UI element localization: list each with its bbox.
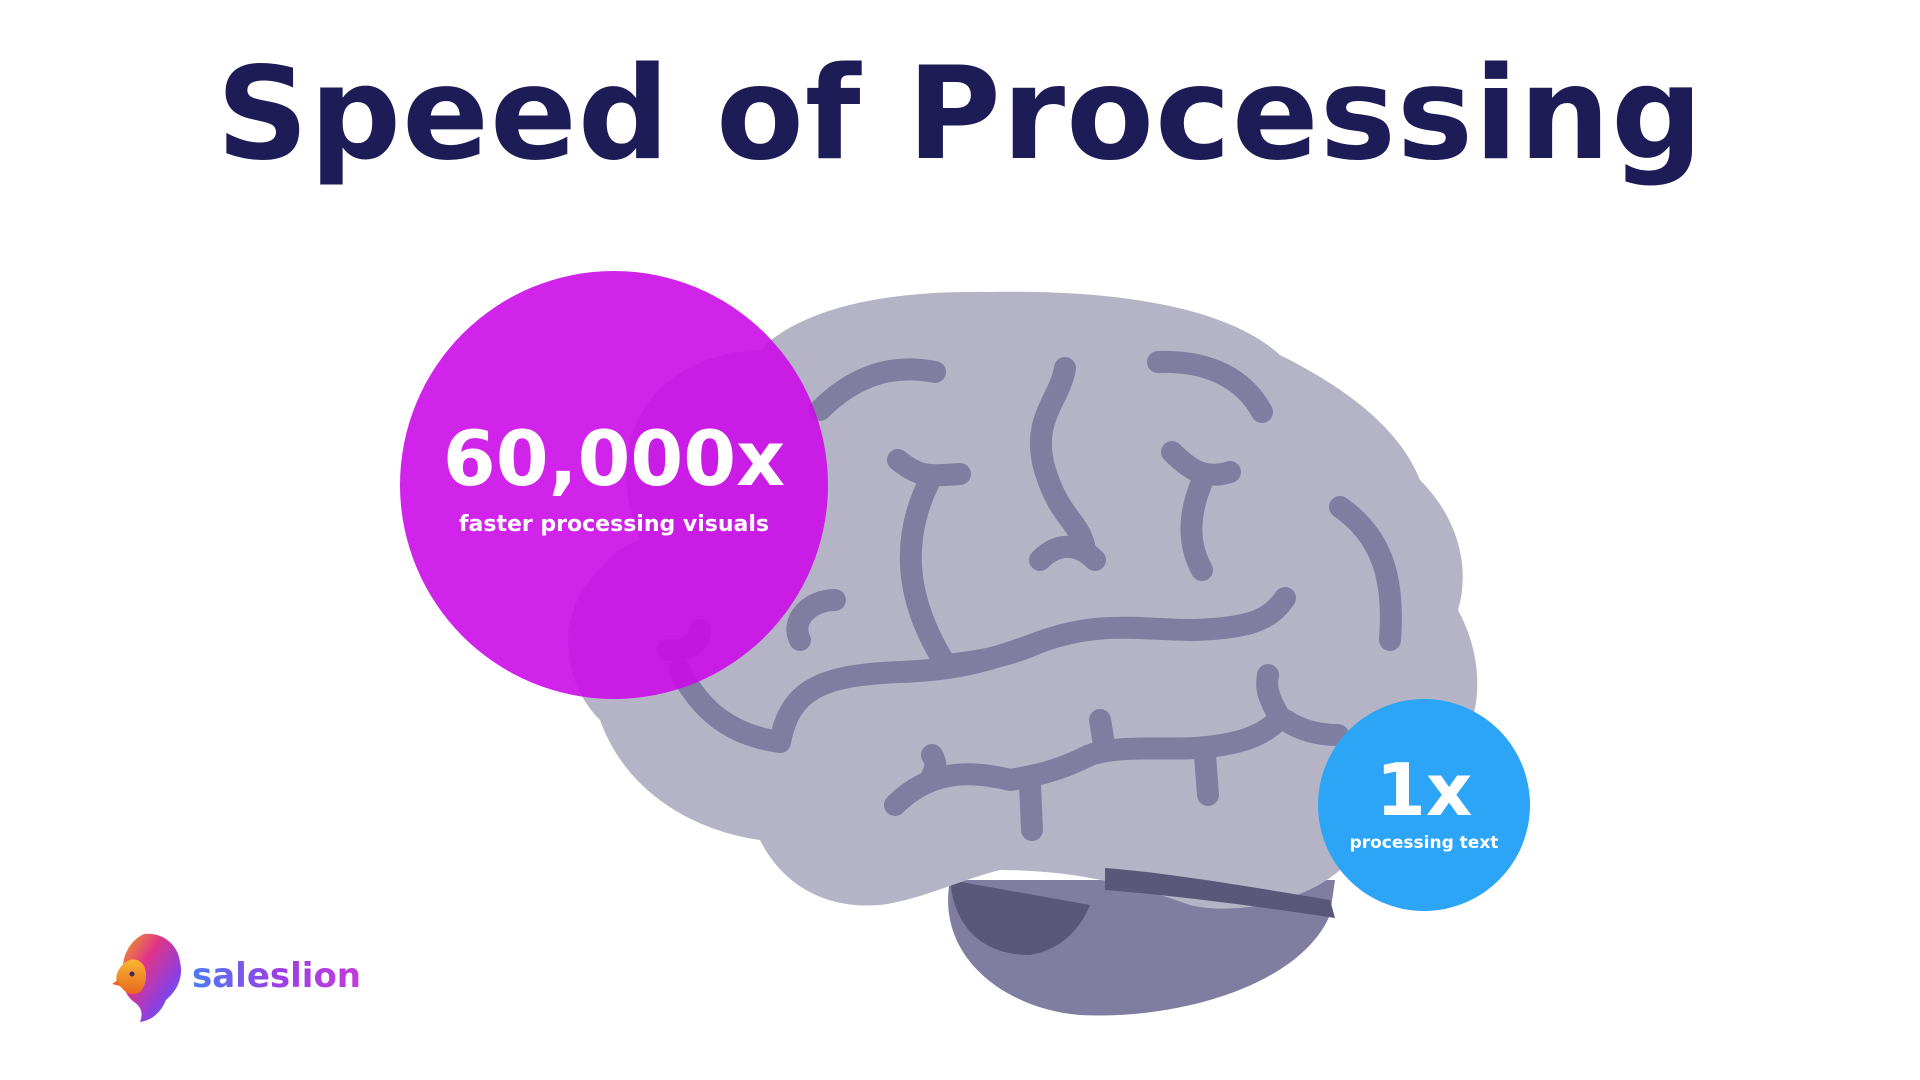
brand-name: saleslion <box>192 956 362 996</box>
page-title: Speed of Processing <box>216 40 1704 189</box>
visuals-stat-value: 60,000x <box>442 414 786 503</box>
text-stat-bubble: 1x processing text <box>1318 699 1530 911</box>
text-stat-caption: processing text <box>1349 833 1499 853</box>
brand-logo: saleslion <box>104 928 361 1024</box>
visuals-stat-bubble: 60,000x faster processing visuals <box>400 271 828 699</box>
brain-stem-shadow <box>950 880 1090 955</box>
lion-head-icon <box>112 933 182 1022</box>
text-stat-value: 1x <box>1375 748 1473 832</box>
visuals-stat-caption: faster processing visuals <box>458 512 770 537</box>
brain-folds <box>657 350 1402 841</box>
brain-underside-shadow <box>1105 868 1335 918</box>
